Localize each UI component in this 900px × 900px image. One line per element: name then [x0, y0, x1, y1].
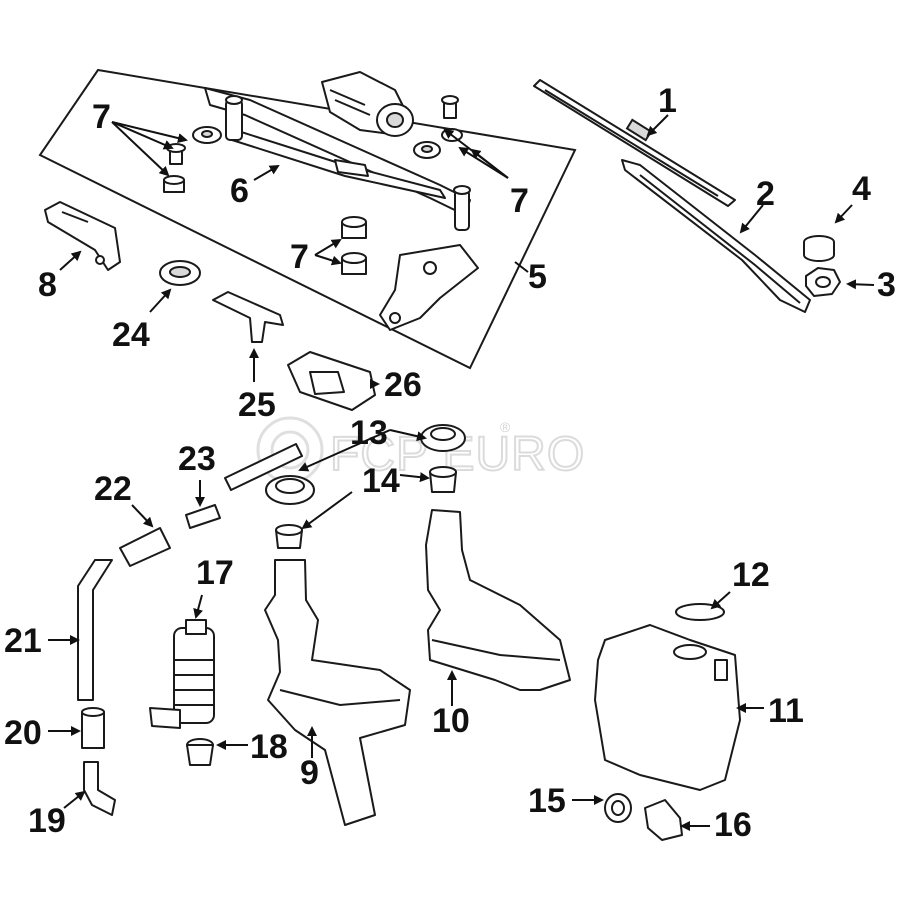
bracket [44, 201, 121, 271]
watermark-logo: FCP EURO ® [256, 416, 585, 484]
callout-22: 22 [94, 470, 132, 508]
inline-connector [185, 504, 221, 529]
quick-connector [119, 527, 171, 567]
wiper-blade [533, 79, 736, 207]
neck-seal [275, 466, 457, 549]
wiper-arm [621, 159, 811, 313]
washer-nozzle [287, 351, 376, 411]
watermark-registered: ® [500, 419, 511, 435]
callout-14: 14 [362, 462, 400, 500]
callout-15: 15 [528, 782, 566, 820]
level-sensor [644, 799, 683, 841]
callout-25: 25 [238, 386, 276, 424]
wiper-linkage [204, 87, 471, 231]
callout-1: 1 [658, 82, 677, 120]
wiper-motor [321, 71, 414, 137]
callout-labels: 1 2 3 4 5 6 7 7 7 8 9 10 11 12 13 14 15 … [4, 82, 896, 844]
grommet-left [163, 126, 222, 193]
leader-lines [48, 114, 875, 831]
callout-5: 5 [528, 258, 547, 296]
hose-connector [212, 291, 284, 343]
callout-9: 9 [300, 754, 319, 792]
cap [803, 235, 835, 262]
mounting-plate [379, 244, 479, 331]
callout-10: 10 [432, 702, 470, 740]
ring-seal [675, 603, 725, 621]
callout-4: 4 [852, 170, 871, 208]
pump-grommet [186, 738, 214, 766]
callout-12: 12 [732, 556, 770, 594]
callout-20: 20 [4, 714, 42, 752]
callout-24: 24 [112, 316, 150, 354]
filler-cap [265, 424, 466, 505]
callout-6: 6 [230, 172, 249, 210]
hose-elbow [83, 761, 116, 816]
reservoir-small [264, 559, 411, 826]
callout-11: 11 [768, 692, 804, 730]
callout-16: 16 [714, 806, 752, 844]
level-grommet [604, 793, 632, 823]
callout-13: 13 [350, 414, 388, 452]
grommet-center [341, 216, 367, 275]
callout-18: 18 [250, 728, 288, 766]
callout-7-center: 7 [290, 238, 309, 276]
hose-sleeve [81, 707, 105, 749]
callout-19: 19 [28, 802, 66, 840]
callout-3: 3 [877, 266, 896, 304]
callout-7-left: 7 [92, 98, 111, 136]
callout-8: 8 [38, 266, 57, 304]
callout-23: 23 [178, 440, 216, 478]
nut [805, 267, 841, 297]
callout-7-right: 7 [510, 182, 529, 220]
washer-hose [77, 559, 113, 701]
grommet [159, 260, 201, 286]
callout-17: 17 [196, 554, 234, 592]
linkage-frame [38, 68, 577, 370]
callout-2: 2 [756, 175, 775, 213]
washer-pump [149, 619, 215, 729]
callout-26: 26 [384, 366, 422, 404]
reservoir-large [594, 624, 741, 791]
reservoir-medium [425, 509, 571, 691]
connector-pipe [224, 443, 303, 491]
callout-21: 21 [4, 622, 42, 660]
